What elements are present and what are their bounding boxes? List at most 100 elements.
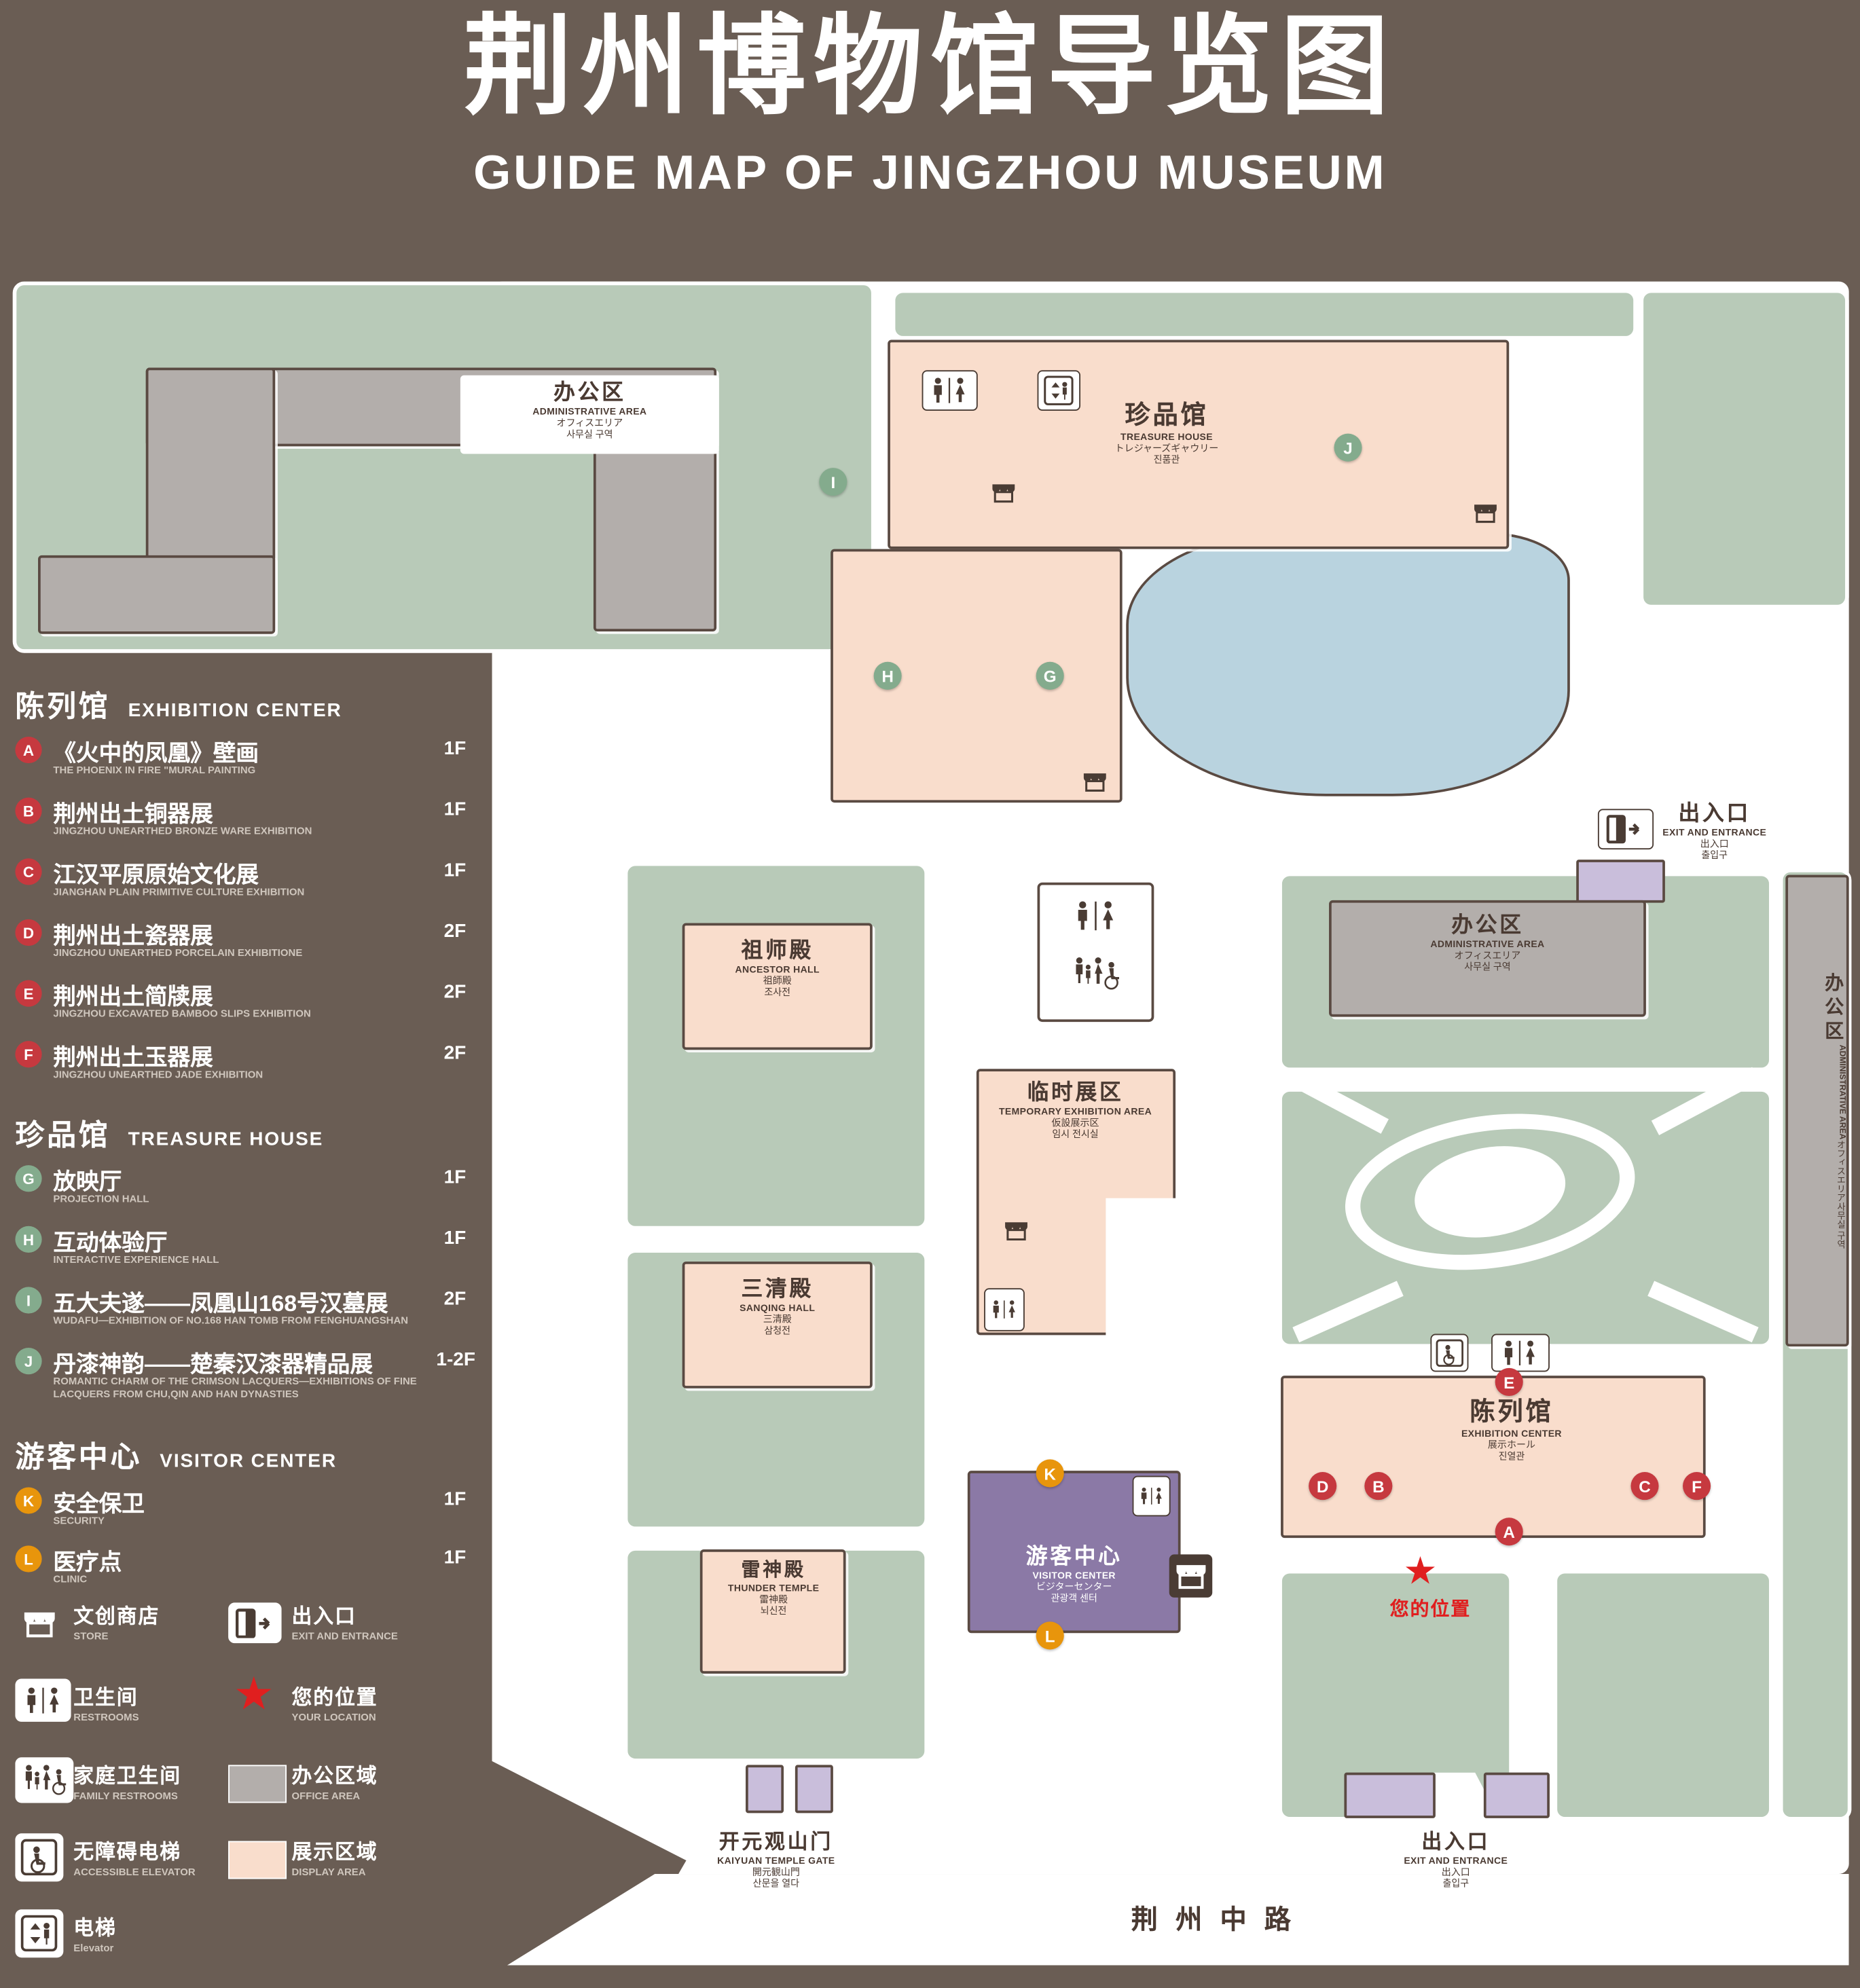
- exit-se-block-right[interactable]: [1483, 1772, 1550, 1818]
- map-marker-b[interactable]: B: [1364, 1472, 1393, 1501]
- map-marker-e[interactable]: E: [1495, 1367, 1523, 1397]
- symbol-en: Elevator: [73, 1942, 114, 1954]
- marker-badge: D: [15, 919, 42, 946]
- map-marker-l[interactable]: L: [1036, 1621, 1064, 1650]
- kaiyuan-gate-name-zh: 开元观山门: [718, 1832, 833, 1854]
- legend-item-j[interactable]: J 丹漆神韵——楚秦汉漆器精品展 ROMANTIC CHARM OF THE C…: [15, 1346, 497, 1428]
- legend-item-floor: 1F: [443, 1488, 467, 1511]
- marker-badge: E: [15, 980, 42, 1007]
- marker-badge: I: [15, 1287, 42, 1314]
- admin-nw-building-right[interactable]: [593, 446, 717, 631]
- admin-east-building[interactable]: [1785, 875, 1849, 1347]
- kaiyuan-gate-name-jp: 開元観山門: [752, 1866, 800, 1878]
- display-area-swatch: [228, 1841, 287, 1879]
- restroom-icon: [1491, 1333, 1550, 1372]
- treasure-house-name-en: TREASURE HOUSE: [1120, 430, 1213, 443]
- admin-nw-building-sw[interactable]: [38, 555, 276, 634]
- exhibition-center-building[interactable]: [1281, 1376, 1706, 1539]
- temporary-name-en: TEMPORARY EXHIBITION AREA: [998, 1106, 1152, 1118]
- legend-item-en: CLINIC: [53, 1573, 88, 1585]
- legend-item-floor: 2F: [443, 1042, 467, 1064]
- legend-item-en: ROMANTIC CHARM OF THE CRIMSON LACQUERS—E…: [53, 1376, 417, 1400]
- legend-item-g[interactable]: G 放映厅 PROJECTION HALL 1F: [15, 1164, 497, 1222]
- map-marker-j[interactable]: J: [1334, 433, 1362, 462]
- thunder-name-en: THUNDER TEMPLE: [727, 1582, 820, 1594]
- page-subtitle: GUIDE MAP OF JINGZHOU MUSEUM: [473, 147, 1387, 201]
- exit-ne-label: 出入口 EXIT AND ENTRANCE 出入口 출입구: [1662, 801, 1766, 861]
- lawn-northeast: [1639, 289, 1849, 609]
- marker-badge: C: [15, 858, 42, 885]
- treasure-house-building-main[interactable]: [888, 339, 1510, 549]
- ancestor-hall-name-en: ANCESTOR HALL: [735, 963, 820, 976]
- ancestor-hall-building[interactable]: [682, 923, 873, 1050]
- map-marker-c[interactable]: C: [1630, 1472, 1659, 1501]
- map-marker-a[interactable]: A: [1495, 1517, 1523, 1546]
- legend-item-zh: 安全保卫: [53, 1491, 145, 1517]
- kaiyuan-gate-block-left[interactable]: [746, 1765, 784, 1814]
- exit-se-name-kr: 출입구: [1442, 1877, 1470, 1890]
- legend-section-title-en: VISITOR CENTER: [160, 1450, 337, 1473]
- legend-item-k[interactable]: K 安全保卫 SECURITY 1F: [15, 1486, 497, 1545]
- treasure-house-label: 珍品馆 TREASURE HOUSE トレジャーズギャウリー 진품관: [1115, 401, 1219, 465]
- sanqing-name-kr: 삼청전: [764, 1325, 791, 1337]
- map-marker-g[interactable]: G: [1036, 661, 1064, 690]
- accessible-elevator-icon: [1430, 1333, 1469, 1372]
- pond: [1126, 532, 1570, 796]
- legend-item-c[interactable]: C 江汉平原原始文化展 JIANGHAN PLAIN PRIMITIVE CUL…: [15, 857, 497, 915]
- map-marker-k[interactable]: K: [1036, 1459, 1064, 1488]
- accessible-elevator-icon: [15, 1833, 64, 1882]
- admin-east-name-en: ADMINISTRATIVE AREA: [1837, 1045, 1846, 1140]
- your-location-label: 您的位置: [1389, 1598, 1472, 1621]
- admin-mid-name-kr: 사무실 구역: [1464, 961, 1511, 974]
- sanqing-hall-building[interactable]: [682, 1262, 873, 1388]
- exit-ne-entrance-block[interactable]: [1576, 860, 1665, 903]
- admin-nw-name-jp: オフィスエリア: [556, 418, 623, 429]
- store-icon: [1078, 769, 1111, 796]
- map-marker-i[interactable]: I: [819, 468, 847, 496]
- legend-item-b[interactable]: B 荆州出土铜器展 JINGZHOU UNEARTHED BRONZE WARE…: [15, 796, 497, 855]
- road-jingzhou-middle[interactable]: [507, 1874, 1849, 1966]
- store-icon: [1169, 1554, 1213, 1598]
- legend-item-zh: 《火中的凤凰》壁画: [53, 740, 259, 766]
- thunder-temple-label: 雷神殿 THUNDER TEMPLE 雷神殿 뇌신전: [728, 1560, 819, 1617]
- visitor-center-name-kr: 관광객 센터: [1051, 1593, 1097, 1604]
- exit-se-block-left[interactable]: [1344, 1772, 1436, 1818]
- legend-symbol-office-area: 办公区域 OFFICE AREA: [292, 1765, 378, 1803]
- legend-item-floor: 1F: [443, 737, 467, 760]
- symbol-zh: 展示区域: [291, 1842, 378, 1864]
- map-marker-h[interactable]: H: [873, 661, 902, 690]
- symbol-en: STORE: [73, 1630, 109, 1642]
- legend-item-h[interactable]: H 互动体验厅 INTERACTIVE EXPERIENCE HALL 1F: [15, 1225, 497, 1283]
- legend-section-title-zh: 游客中心: [15, 1440, 143, 1473]
- kaiyuan-gate-block-right[interactable]: [795, 1765, 833, 1814]
- legend-item-e[interactable]: E 荆州出土简牍展 JINGZHOU EXCAVATED BAMBOO SLIP…: [15, 979, 497, 1037]
- legend-item-f[interactable]: F 荆州出土玉器展 JINGZHOU UNEARTHED JADE EXHIBI…: [15, 1039, 497, 1098]
- ancestor-hall-label: 祖师殿 ANCESTOR HALL 祖師殿 조사전: [735, 938, 819, 998]
- thunder-name-kr: 뇌신전: [760, 1605, 787, 1617]
- exhibition-center-name-zh: 陈列馆: [1470, 1398, 1554, 1426]
- legend-item-l[interactable]: L 医疗点 CLINIC 1F: [15, 1544, 497, 1602]
- store-icon: [987, 479, 1020, 507]
- map-marker-d[interactable]: D: [1309, 1472, 1337, 1501]
- legend-item-d[interactable]: D 荆州出土瓷器展 JINGZHOU UNEARTHED PORCELAIN E…: [15, 918, 497, 976]
- admin-nw-label-panel: [460, 375, 719, 454]
- map-marker-f[interactable]: F: [1683, 1472, 1711, 1501]
- restroom-icon: [15, 1678, 71, 1722]
- legend-symbol-your-location: 您的位置 YOUR LOCATION: [292, 1687, 378, 1725]
- legend-item-a[interactable]: A 《火中的凤凰》壁画 THE PHOENIX IN FIRE "MURAL P…: [15, 735, 497, 794]
- family-restroom-icon: [1065, 949, 1127, 999]
- exit-se-name-jp: 出入口: [1441, 1866, 1470, 1878]
- visitor-center-label: 游客中心 VISITOR CENTER ビジターセンター 관광객 센터: [1026, 1544, 1123, 1604]
- sanqing-hall-label: 三清殿 SANQING HALL 三清殿 삼청전: [740, 1276, 815, 1336]
- temporary-name-zh: 临时展区: [1027, 1080, 1124, 1105]
- legend-item-i[interactable]: I 五大夫遂——凤凰山168号汉墓展 WUDAFU—EXHIBITION OF …: [15, 1286, 497, 1344]
- admin-nw-label: 办公区 ADMINISTRATIVE AREA オフィスエリア 사무실 구역: [532, 380, 646, 440]
- visitor-center-name-zh: 游客中心: [1025, 1544, 1123, 1568]
- ancestor-hall-name-jp: 祖師殿: [763, 975, 792, 987]
- legend-item-floor: 1F: [443, 860, 467, 881]
- admin-nw-name-zh: 办公区: [553, 380, 626, 405]
- symbol-en: OFFICE AREA: [291, 1790, 361, 1802]
- admin-mid-name-jp: オフィスエリア: [1454, 950, 1521, 962]
- thunder-temple-building[interactable]: [699, 1549, 846, 1674]
- admin-mid-building[interactable]: [1329, 900, 1646, 1017]
